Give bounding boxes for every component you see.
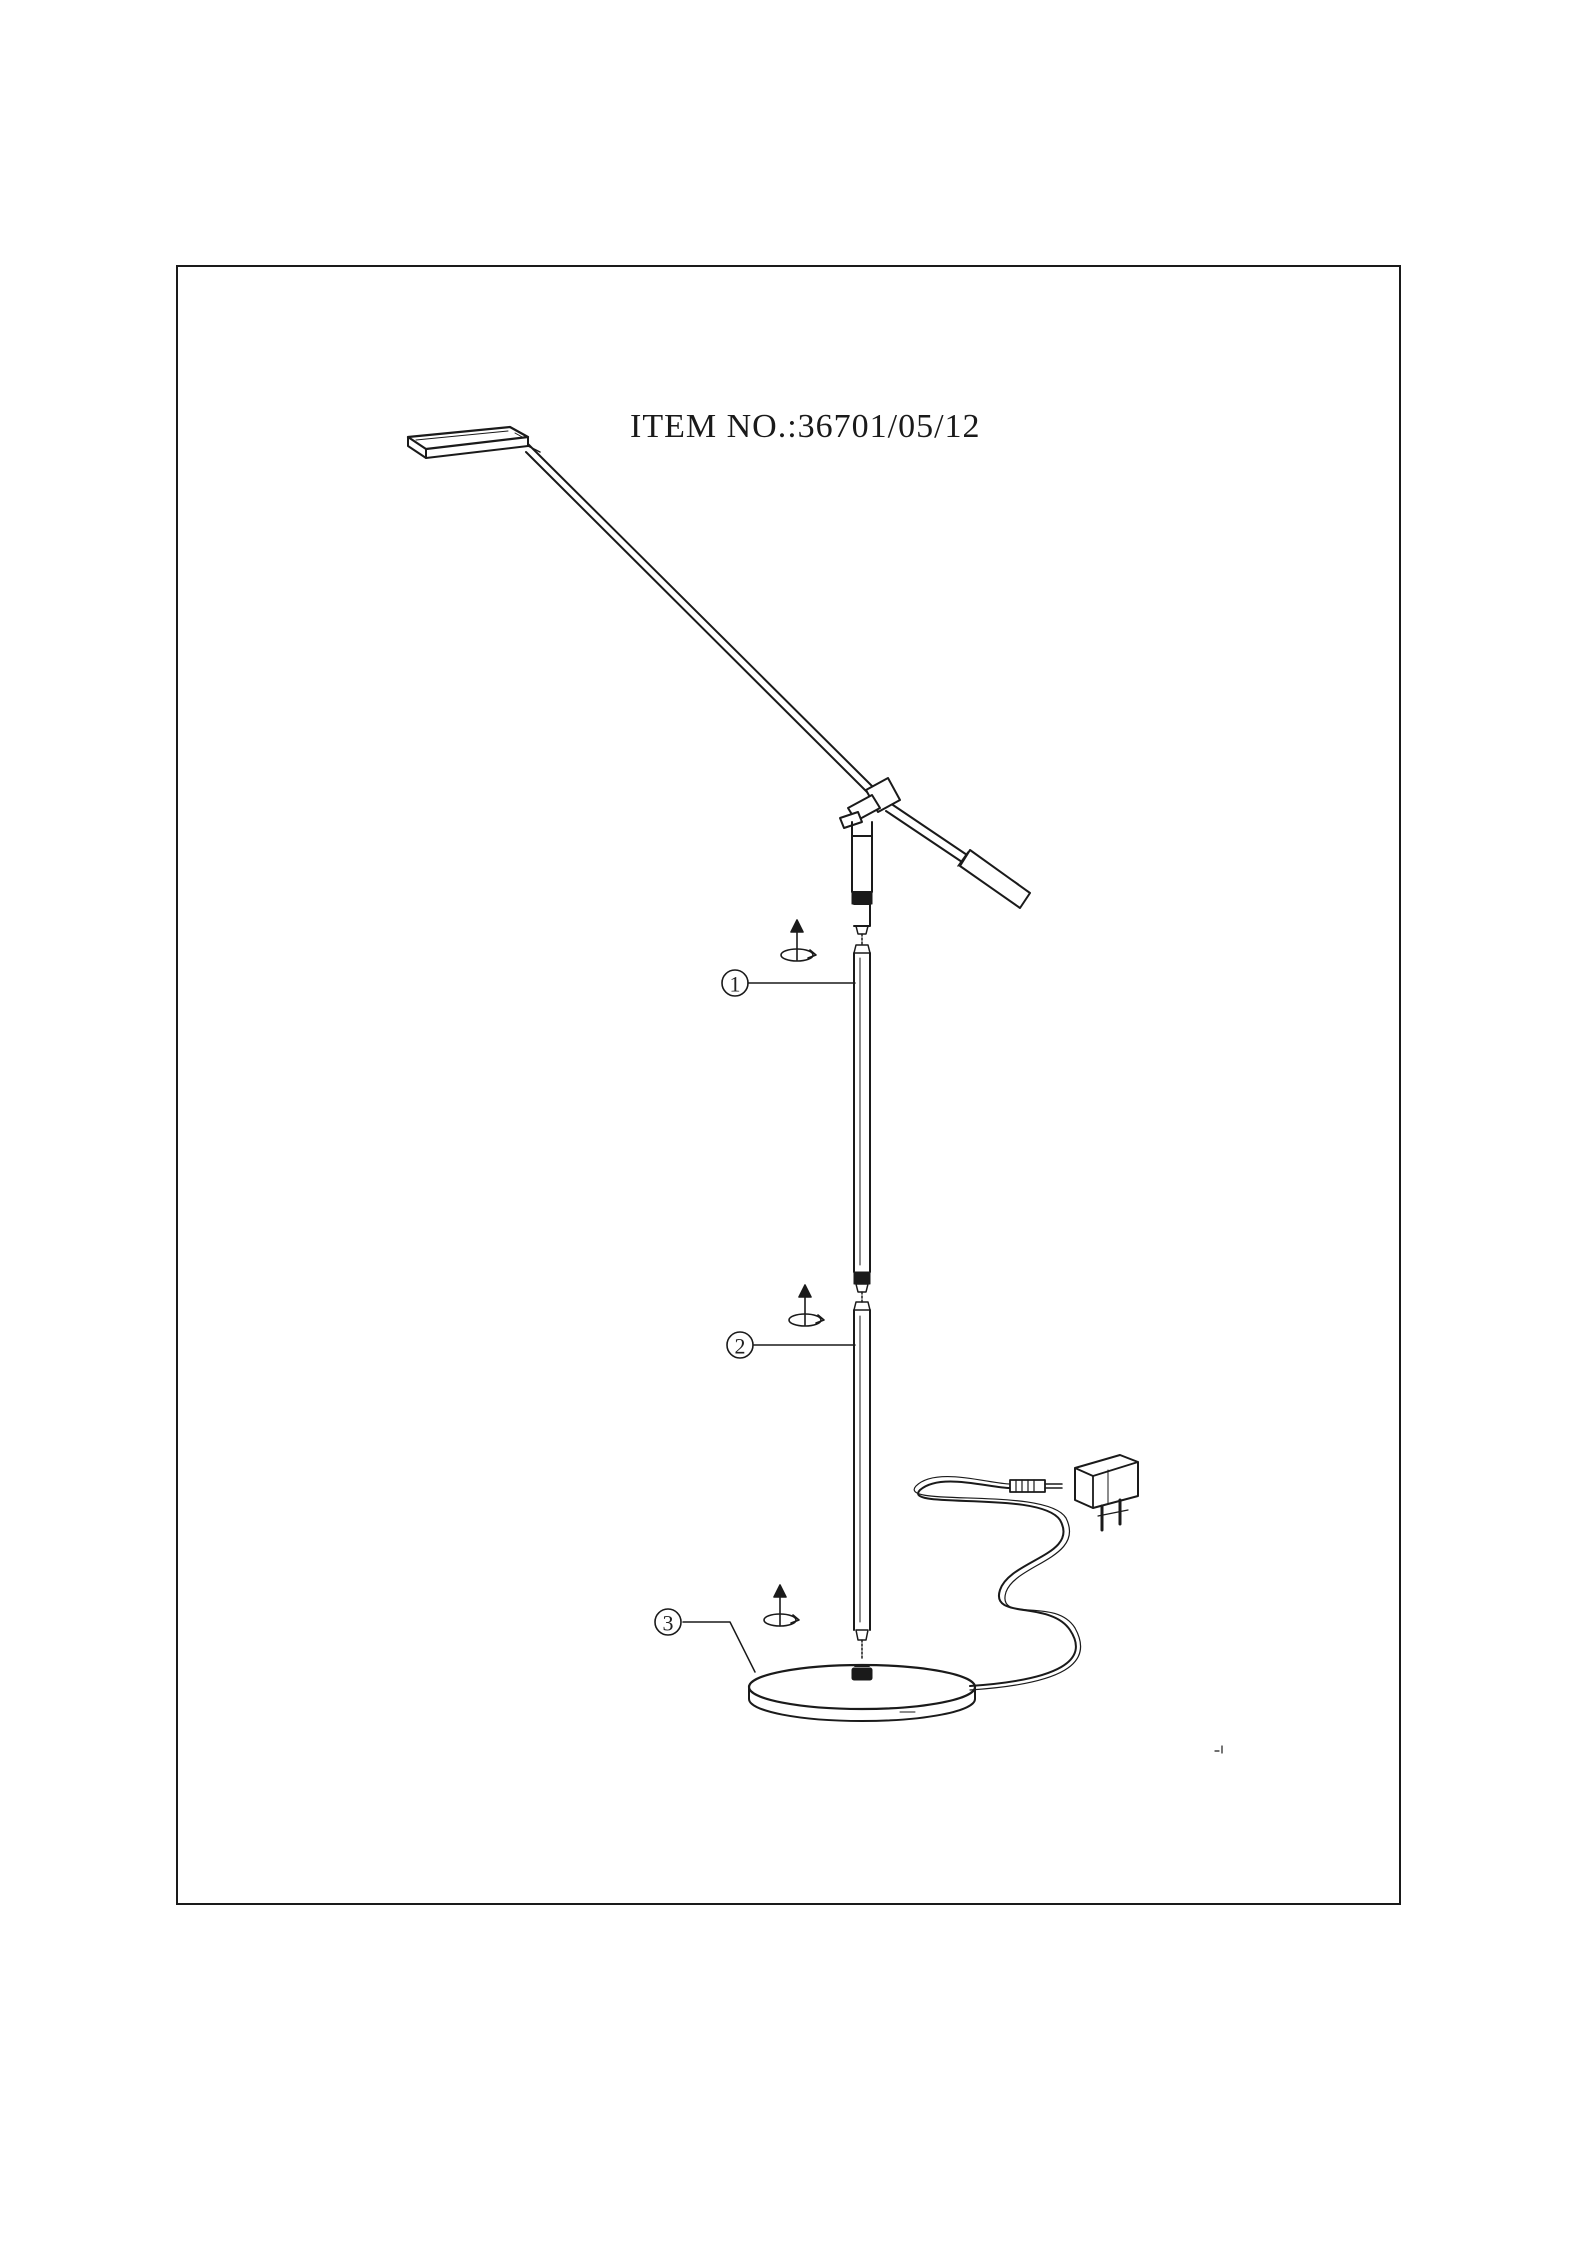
rotate-screw-icon	[781, 920, 816, 961]
rotate-screw-icon	[789, 1285, 824, 1326]
balance-arm	[526, 444, 1030, 908]
lamp-base	[749, 1665, 975, 1721]
pivot-joint	[840, 778, 900, 836]
callout-number-1: 1	[730, 972, 741, 997]
lamp-head	[408, 427, 528, 458]
callout-number-3: 3	[663, 1611, 674, 1636]
power-cord	[914, 1477, 1080, 1690]
top-connector	[852, 836, 872, 934]
power-adapter-icon	[1075, 1455, 1138, 1530]
callout-number-2: 2	[735, 1334, 746, 1359]
callout-leader-3	[683, 1622, 755, 1672]
lower-stem	[854, 1292, 870, 1660]
stray-mark	[1215, 1746, 1222, 1753]
rotate-screw-icon	[764, 1585, 799, 1626]
upper-stem	[854, 934, 870, 1292]
